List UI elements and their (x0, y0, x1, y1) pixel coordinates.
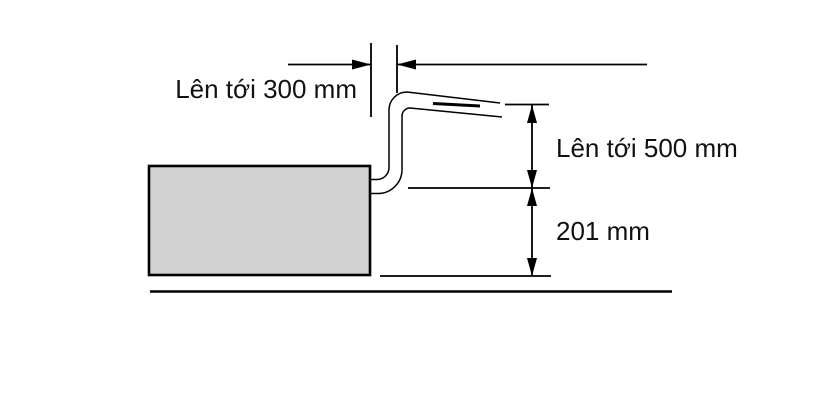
arrow-down-icon (527, 258, 537, 276)
drain-hose (370, 91, 503, 195)
dimension-500mm: Lên tới 500 mm (505, 103, 738, 188)
dimension-label-300: Lên tới 300 mm (175, 74, 357, 104)
arrow-right-icon (352, 59, 371, 70)
dimension-label-201: 201 mm (556, 216, 650, 246)
dimension-300mm: Lên tới 300 mm (175, 43, 647, 117)
dimension-label-500: Lên tới 500 mm (556, 133, 738, 163)
arrow-down-icon (527, 170, 537, 188)
dimension-201mm: 201 mm (380, 187, 650, 277)
appliance-box (147, 164, 372, 277)
arrow-left-icon (397, 59, 416, 70)
hose-end-mark (432, 102, 481, 108)
hose-outer-line (370, 91, 501, 181)
hose-inner-line (370, 107, 503, 195)
arrow-up-icon (527, 188, 537, 206)
arrow-up-icon (527, 105, 537, 123)
appliance-outline (147, 164, 372, 277)
